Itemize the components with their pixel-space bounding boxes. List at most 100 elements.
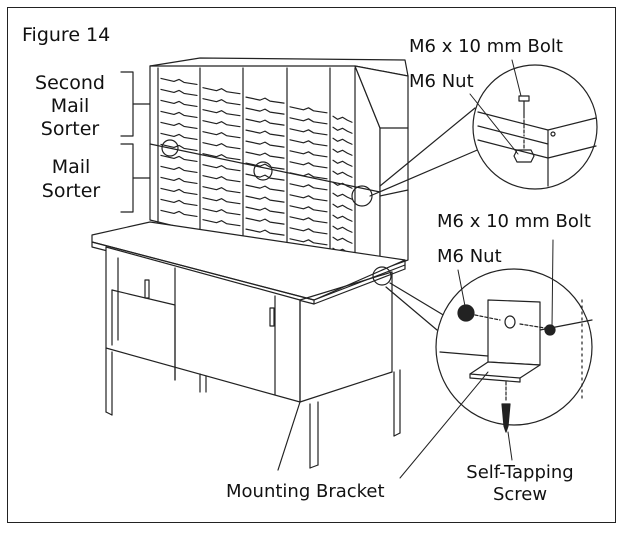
sorter-shelf bbox=[245, 118, 285, 126]
sorter-shelf bbox=[202, 109, 241, 117]
desk bbox=[91, 221, 406, 469]
sorter-shelf bbox=[332, 192, 353, 200]
sorter-shelf bbox=[332, 225, 353, 233]
screw-pointer bbox=[507, 431, 513, 461]
bottom-bolt-label: M6 x 10 mm Bolt bbox=[437, 211, 591, 232]
sorter-shelf bbox=[202, 208, 241, 216]
sorter-shelf bbox=[332, 181, 353, 189]
sorter-shelf bbox=[245, 228, 285, 236]
sorter-shelf bbox=[289, 150, 328, 158]
bottom-nut-label: M6 Nut bbox=[437, 246, 502, 267]
sorter-shelf bbox=[202, 164, 241, 172]
bottom-nut-pointer bbox=[457, 269, 466, 307]
sorter-shelf bbox=[160, 176, 198, 185]
sorter-shelf bbox=[160, 165, 198, 174]
sorter-shelf bbox=[289, 128, 328, 136]
sorter-shelf bbox=[245, 151, 285, 159]
label-line: Second bbox=[35, 72, 105, 94]
sorter-shelf bbox=[245, 195, 285, 203]
sorter-shelf bbox=[245, 162, 285, 170]
top-nut-pointer bbox=[469, 93, 519, 155]
sorter-shelf bbox=[202, 175, 241, 183]
figure-frame bbox=[7, 7, 616, 523]
bottom-bolt-pointer bbox=[551, 239, 554, 329]
self-tapping-screw-label: Self-Tapping Screw bbox=[452, 462, 588, 506]
sorter-shelf bbox=[202, 87, 241, 95]
sorter-shelf bbox=[332, 214, 353, 222]
sorter-shelf bbox=[202, 120, 241, 128]
sorter-shelf bbox=[245, 96, 285, 104]
sorter-shelf bbox=[332, 236, 353, 244]
sorter-shelf bbox=[289, 216, 328, 224]
label-line: Mail bbox=[50, 95, 90, 117]
sorter-shelf bbox=[160, 110, 198, 119]
sorter-shelves bbox=[160, 77, 353, 255]
sorter-shelf bbox=[289, 205, 328, 213]
sorter-shelf bbox=[289, 139, 328, 147]
sorter-shelf bbox=[289, 238, 328, 246]
sorter-shelf bbox=[245, 217, 285, 225]
top-nut-label: M6 Nut bbox=[409, 71, 474, 92]
mail-sorter-label: Mail Sorter bbox=[34, 155, 108, 203]
sorter-shelf bbox=[245, 107, 285, 115]
bolt-location-marker bbox=[161, 139, 179, 157]
sorter-shelf bbox=[160, 121, 198, 130]
sorter-shelf bbox=[245, 206, 285, 214]
sorter-shelf bbox=[332, 170, 353, 178]
sorter-shelf bbox=[160, 77, 198, 86]
bottom-detail-callout bbox=[277, 268, 593, 471]
bolt-location-marker bbox=[253, 161, 273, 181]
pointer-lines bbox=[399, 59, 554, 479]
mounting-bracket-pointer bbox=[399, 371, 489, 479]
top-bolt-pointer bbox=[511, 59, 522, 97]
bracket-location-marker bbox=[372, 266, 392, 286]
sorter-shelf bbox=[332, 115, 353, 123]
sorter-shelf bbox=[332, 159, 353, 167]
sorter-shelf bbox=[202, 197, 241, 205]
sorter-shelf bbox=[160, 198, 198, 207]
sorter-shelf bbox=[160, 187, 198, 196]
sorter-columns bbox=[157, 67, 356, 271]
sorter-shelf bbox=[289, 161, 328, 169]
top-bolt-label: M6 x 10 mm Bolt bbox=[409, 36, 563, 57]
mail-sorter-unit bbox=[149, 57, 409, 271]
sorter-shelf bbox=[289, 117, 328, 125]
label-line: Screw bbox=[492, 484, 548, 505]
sorter-shelf bbox=[202, 98, 241, 106]
sorter-shelf bbox=[160, 154, 198, 163]
figure-title: Figure 14 bbox=[22, 24, 111, 46]
label-line: Mail bbox=[51, 156, 91, 178]
sorter-shelf bbox=[289, 172, 328, 180]
top-detail-callout bbox=[369, 64, 598, 197]
sorter-shelf bbox=[202, 131, 241, 139]
mounting-bracket-label: Mounting Bracket bbox=[226, 481, 385, 502]
sorter-shelf bbox=[289, 194, 328, 202]
mail-sorter-bracket bbox=[120, 143, 151, 213]
sorter-shelf bbox=[289, 106, 328, 114]
sorter-shelf bbox=[332, 203, 353, 211]
sorter-shelf bbox=[245, 140, 285, 148]
sorter-shelf bbox=[332, 126, 353, 134]
sorter-shelf bbox=[202, 186, 241, 194]
desk-legs bbox=[105, 347, 401, 469]
label-line: Sorter bbox=[41, 180, 101, 202]
sorter-shelf bbox=[160, 88, 198, 97]
sorter-shelf bbox=[160, 132, 198, 141]
sorter-shelf bbox=[289, 183, 328, 191]
second-mail-sorter-bracket bbox=[120, 71, 151, 137]
sorter-shelf bbox=[202, 153, 241, 161]
sorter-shelf bbox=[245, 184, 285, 192]
sorter-shelf bbox=[160, 143, 198, 152]
sorter-shelf bbox=[245, 129, 285, 137]
bolt-location-marker bbox=[351, 185, 373, 207]
sorter-shelf bbox=[332, 137, 353, 145]
sorter-shelf bbox=[160, 209, 198, 218]
sorter-shelf bbox=[202, 142, 241, 150]
label-line: Self-Tapping bbox=[466, 462, 574, 483]
second-mail-sorter-label: Second Mail Sorter bbox=[24, 72, 116, 141]
sorter-shelf bbox=[332, 148, 353, 156]
sorter-shelf bbox=[289, 227, 328, 235]
label-line: Sorter bbox=[40, 118, 100, 140]
